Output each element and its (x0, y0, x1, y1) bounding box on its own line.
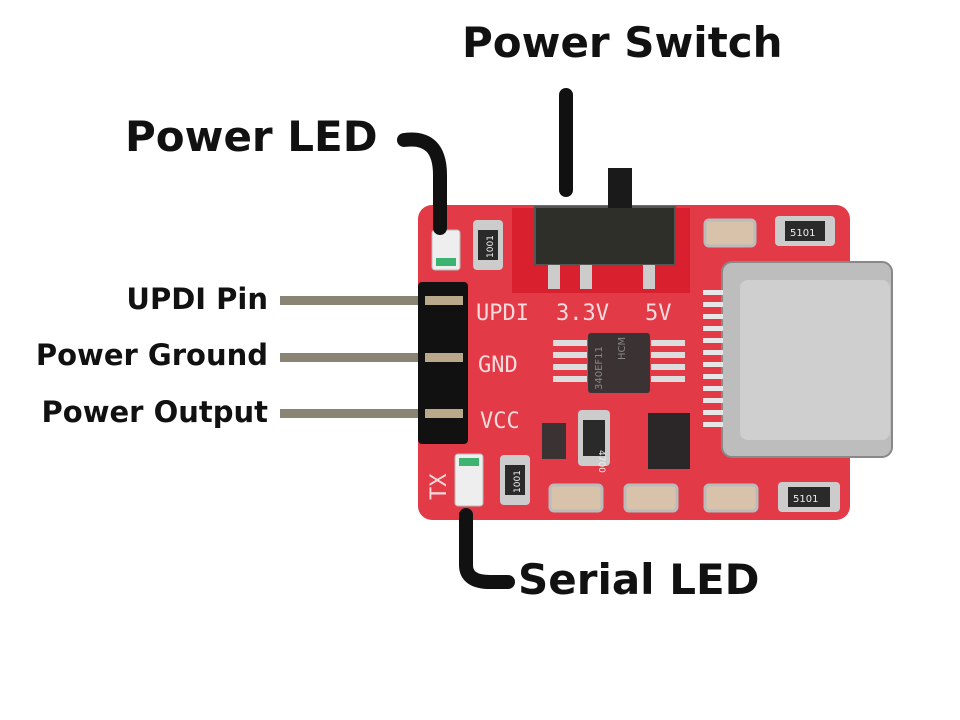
silk-5v: 5V (645, 301, 672, 326)
svg-text:5101: 5101 (793, 494, 818, 505)
resistor: 5101 (775, 216, 835, 246)
silk-3v3: 3.3V (556, 301, 609, 326)
silk-gnd: GND (478, 353, 518, 378)
resistor: 1001 (500, 455, 530, 505)
chip-marking: 340EF11 (594, 346, 605, 390)
header-pins (280, 282, 468, 444)
switch-leg (580, 265, 592, 289)
silk-tx: TX (427, 473, 452, 500)
svg-text:4700: 4700 (596, 450, 606, 473)
svg-text:5101: 5101 (790, 228, 815, 239)
label-power-output: Power Output (41, 395, 268, 429)
silkscreen: UPDI 3.3V 5V GND VCC TX (427, 301, 672, 500)
resistor: 5101 (778, 482, 840, 512)
diode (542, 423, 566, 459)
led-marker (436, 258, 456, 266)
usb-serial-chip (588, 333, 650, 393)
power-switch (534, 206, 676, 266)
silk-updi: UPDI (476, 301, 529, 326)
usb-c-shell (740, 280, 890, 440)
serial-led-leader (459, 508, 515, 589)
chip-marking: HCM (617, 337, 628, 360)
resistor: 4700 (578, 410, 610, 473)
led-marker (459, 458, 479, 466)
power-led-leader (397, 132, 447, 235)
label-serial-led: Serial LED (518, 555, 760, 604)
switch-knob (608, 168, 632, 208)
label-updi-pin: UPDI Pin (126, 282, 268, 316)
switch-leg (643, 265, 655, 289)
label-power-ground: Power Ground (35, 338, 268, 372)
usb-c-pins (703, 290, 723, 427)
label-power-led: Power LED (125, 112, 378, 161)
capacitors (548, 218, 759, 513)
svg-text:1001: 1001 (513, 470, 523, 493)
leader-lines (397, 88, 573, 589)
chip-pins (553, 340, 685, 382)
silk-vcc: VCC (480, 409, 520, 434)
label-power-switch: Power Switch (462, 18, 783, 67)
resistor: 1001 (473, 220, 503, 270)
switch-leg (548, 265, 560, 289)
serial-led (454, 453, 484, 507)
svg-text:1001: 1001 (486, 235, 496, 258)
voltage-regulator (648, 413, 690, 469)
pin-header-housing (418, 282, 468, 444)
